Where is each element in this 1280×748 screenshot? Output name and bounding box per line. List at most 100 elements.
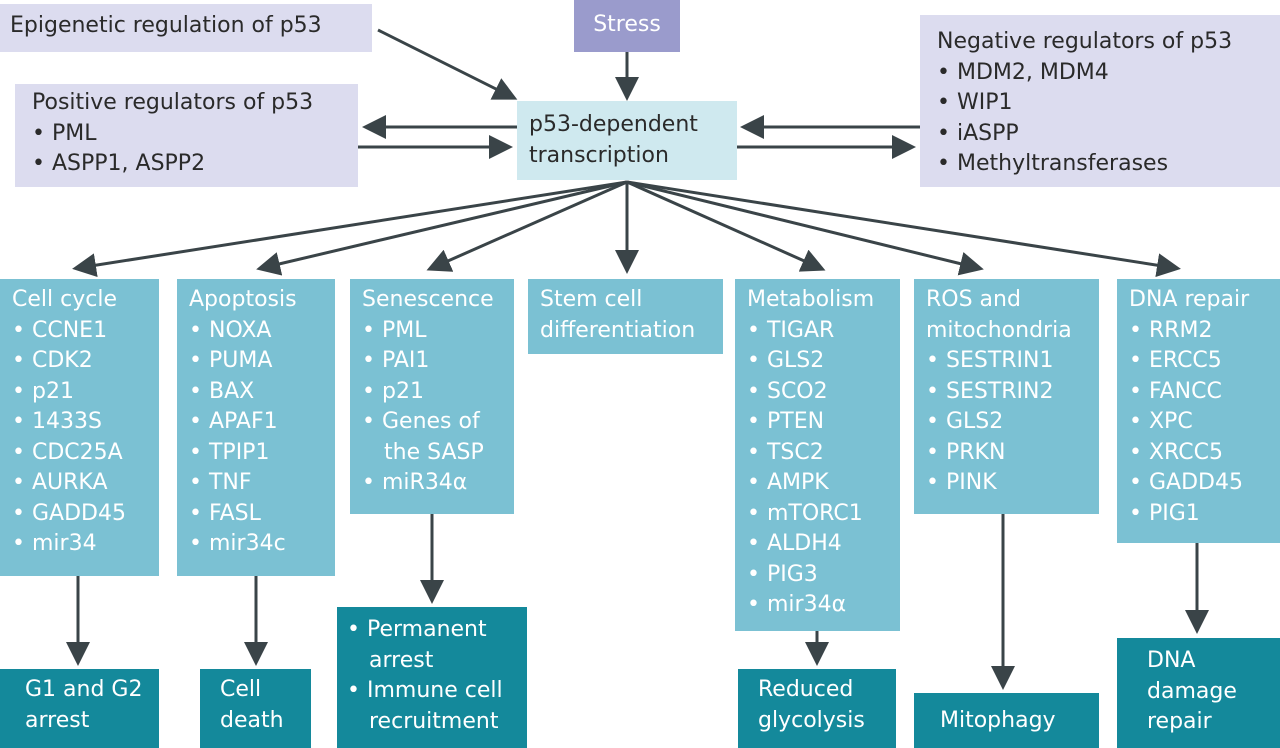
list-item: AURKA: [12, 468, 147, 499]
dna-repair-box: DNA repair RRM2 ERCC5 FANCC XPC XRCC5 GA…: [1117, 279, 1280, 543]
list-item: PRKN: [926, 438, 1087, 469]
list-item: PIG1: [1129, 499, 1268, 530]
list-item: BAX: [189, 377, 323, 408]
dna-repair-outcome-box: DNA damage repair: [1117, 638, 1280, 748]
list-item: SESTRIN2: [926, 377, 1087, 408]
list-item: WIP1: [937, 88, 1263, 119]
list-item: ALDH4: [747, 529, 888, 560]
list-item: mir34c: [189, 529, 323, 560]
stem-cell-title: Stem cell differentiation: [540, 287, 696, 343]
ros-outcome: Mitophagy: [940, 708, 1056, 733]
list-item: p21: [12, 377, 147, 408]
list-item: PML: [362, 316, 502, 347]
list-item: 1433S: [12, 407, 147, 438]
ros-mitochondria-genes: SESTRIN1 SESTRIN2 GLS2 PRKN PINK: [926, 346, 1087, 499]
list-item: MDM2, MDM4: [937, 58, 1263, 89]
list-item: Genes of the SASP: [362, 407, 502, 468]
list-item: Permanent arrest: [347, 615, 517, 676]
senescence-box: Senescence PML PAI1 p21 Genes of the SAS…: [350, 279, 514, 514]
metabolism-outcome-box: Reduced glycolysis: [738, 669, 896, 748]
ros-mitochondria-title: ROS and mitochondria: [926, 287, 1072, 343]
list-item: FASL: [189, 499, 323, 530]
apoptosis-outcome: Cell death: [220, 677, 284, 733]
apoptosis-outcome-box: Cell death: [200, 669, 311, 748]
arrow-to-metabolism: [626, 180, 826, 272]
cell-cycle-outcome: G1 and G2 arrest: [25, 677, 143, 733]
list-item: CDK2: [12, 346, 147, 377]
list-item: Methyltransferases: [937, 149, 1263, 180]
list-item: PML: [32, 119, 341, 150]
arrow-epigenetic-to-center: [377, 28, 518, 100]
epigenetic-regulation-label: Epigenetic regulation of p53: [10, 13, 322, 38]
list-item: CDC25A: [12, 438, 147, 469]
negative-regulators-title: Negative regulators of p53: [937, 29, 1233, 54]
list-item: Immune cell recruitment: [347, 676, 517, 737]
arrow-to-dna-repair: [626, 180, 1181, 278]
list-item: GADD45: [12, 499, 147, 530]
positive-regulators-box: Positive regulators of p53 PML ASPP1, AS…: [15, 84, 358, 187]
list-item: RRM2: [1129, 316, 1268, 347]
negative-regulators-box: Negative regulators of p53 MDM2, MDM4 WI…: [920, 15, 1280, 187]
senescence-outcome-list: Permanent arrest Immune cell recruitment: [347, 615, 517, 737]
ros-outcome-box: Mitophagy: [914, 693, 1099, 748]
metabolism-box: Metabolism TIGAR GLS2 SCO2 PTEN TSC2 AMP…: [735, 279, 900, 631]
metabolism-genes: TIGAR GLS2 SCO2 PTEN TSC2 AMPK mTORC1 AL…: [747, 316, 888, 621]
list-item: mir34: [12, 529, 147, 560]
stress-box: Stress: [574, 0, 680, 52]
dna-repair-outcome: DNA damage repair: [1147, 648, 1237, 734]
apoptosis-box: Apoptosis NOXA PUMA BAX APAF1 TPIP1 TNF …: [177, 279, 335, 576]
arrow-to-apoptosis: [256, 180, 628, 276]
negative-regulators-list: MDM2, MDM4 WIP1 iASPP Methyltransferases: [937, 58, 1263, 180]
list-item: iASPP: [937, 119, 1263, 150]
senescence-title: Senescence: [362, 287, 494, 312]
senescence-genes: PML PAI1 p21 Genes of the SASP miR34α: [362, 316, 502, 499]
list-item: XRCC5: [1129, 438, 1268, 469]
list-item: TIGAR: [747, 316, 888, 347]
metabolism-outcome: Reduced glycolysis: [758, 677, 865, 733]
list-item: TNF: [189, 468, 323, 499]
apoptosis-genes: NOXA PUMA BAX APAF1 TPIP1 TNF FASL mir34…: [189, 316, 323, 560]
list-item: PAI1: [362, 346, 502, 377]
list-item: GLS2: [926, 407, 1087, 438]
ros-mitochondria-box: ROS and mitochondria SESTRIN1 SESTRIN2 G…: [914, 279, 1099, 514]
list-item: PINK: [926, 468, 1087, 499]
stem-cell-box: Stem cell differentiation: [528, 279, 723, 354]
list-item: TPIP1: [189, 438, 323, 469]
positive-regulators-title: Positive regulators of p53: [32, 90, 314, 115]
apoptosis-title: Apoptosis: [189, 287, 297, 312]
center-line-2: transcription: [529, 142, 669, 168]
cell-cycle-box: Cell cycle CCNE1 CDK2 p21 1433S CDC25A A…: [0, 279, 159, 576]
cell-cycle-genes: CCNE1 CDK2 p21 1433S CDC25A AURKA GADD45…: [12, 316, 147, 560]
metabolism-title: Metabolism: [747, 287, 875, 312]
list-item: PUMA: [189, 346, 323, 377]
list-item: mir34α: [747, 590, 888, 621]
list-item: CCNE1: [12, 316, 147, 347]
dna-repair-title: DNA repair: [1129, 287, 1250, 312]
list-item: AMPK: [747, 468, 888, 499]
list-item: ASPP1, ASPP2: [32, 149, 341, 180]
list-item: PIG3: [747, 560, 888, 591]
list-item: PTEN: [747, 407, 888, 438]
list-item: p21: [362, 377, 502, 408]
p53-transcription-box: p53-dependent transcription: [517, 101, 737, 180]
list-item: FANCC: [1129, 377, 1268, 408]
stress-label: Stress: [593, 12, 661, 37]
list-item: SCO2: [747, 377, 888, 408]
list-item: SESTRIN1: [926, 346, 1087, 377]
center-line-1: p53-dependent: [529, 112, 698, 137]
list-item: mTORC1: [747, 499, 888, 530]
senescence-outcome-box: Permanent arrest Immune cell recruitment: [337, 607, 527, 748]
list-item: TSC2: [747, 438, 888, 469]
epigenetic-regulation-box: Epigenetic regulation of p53: [0, 4, 372, 52]
list-item: miR34α: [362, 468, 502, 499]
positive-regulators-list: PML ASPP1, ASPP2: [32, 119, 341, 180]
arrow-to-senescence: [426, 180, 628, 272]
cell-cycle-outcome-box: G1 and G2 arrest: [0, 669, 159, 748]
list-item: XPC: [1129, 407, 1268, 438]
list-item: NOXA: [189, 316, 323, 347]
arrow-to-cell-cycle: [72, 180, 628, 278]
cell-cycle-title: Cell cycle: [12, 287, 117, 312]
list-item: GADD45: [1129, 468, 1268, 499]
arrow-to-ros: [626, 180, 984, 276]
